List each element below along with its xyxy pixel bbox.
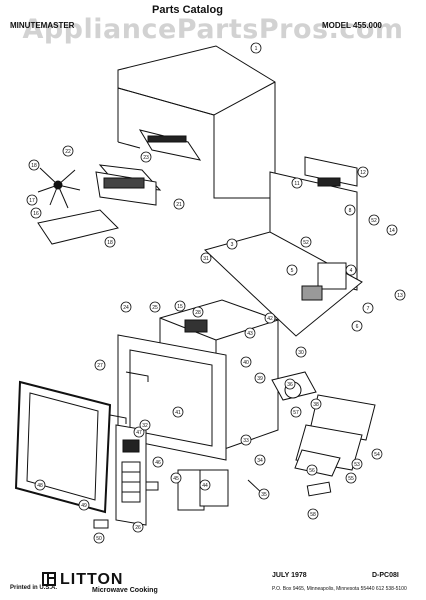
callout-label: 44 [202,483,208,489]
callout-label: 12 [360,170,366,176]
callout-label: 28 [195,310,201,316]
callout-label: 35 [261,492,267,498]
company-address: P.O. Box 9465, Minneapolis, Minnesota 55… [272,586,407,592]
litton-logo-icon [42,572,56,586]
callout-label: 17 [29,198,35,204]
control-panel [115,424,147,526]
callout-label: 42 [267,316,273,322]
printed-in-label: Printed in U.S.A. [10,585,58,591]
callout-label: 49 [81,503,87,509]
callout-label: 21 [176,202,182,208]
filter-tray [37,209,119,245]
callout-label: 14 [389,228,395,234]
callout-label: 54 [374,452,380,458]
callout-label: 26 [135,525,141,531]
callout-label: 55 [348,476,354,482]
callout-label: 45 [173,476,179,482]
vent-cover [95,164,162,206]
callout-label: 6 [356,324,359,330]
callout-label: 3 [231,242,234,248]
exploded-parts-diagram: 1 22 23 21 18 17 16 18 11 12 8 3 31 52 5… [14,42,406,544]
callout-label: 47 [136,430,142,436]
watermark: AppliancePartsPros.com [22,14,404,45]
callout-label: 52 [371,218,377,224]
callout-label: 7 [367,306,370,312]
capacitor-part [306,481,332,497]
inner-panel [138,129,202,161]
callout-label: 31 [203,256,209,262]
brand-logo: LITTON [60,571,124,588]
door-assembly [14,380,112,514]
small-part [145,481,159,491]
callout-label: 36 [287,382,293,388]
callout-label: 18 [31,163,37,169]
callout-label: 34 [257,458,263,464]
callout-label: 18 [107,240,113,246]
callout-label: 38 [313,402,319,408]
callout-label: 53 [354,462,360,468]
transformer-assembly [294,394,376,477]
catalog-date: JULY 1978 [272,572,307,579]
callout-label: 40 [243,360,249,366]
callout-bubbles: 1 22 23 21 18 17 16 18 11 12 8 3 31 52 5… [26,42,406,544]
callout-label: 15 [177,304,183,310]
callout-label: 30 [298,350,304,356]
page-title: Parts Catalog [152,4,223,16]
clip-part [93,519,109,529]
callout-label: 27 [97,363,103,369]
callout-label: 8 [349,208,352,214]
catalog-code: D-PC08I [372,572,399,579]
callout-label: 41 [175,410,181,416]
callout-label: 13 [397,293,403,299]
callout-label: 23 [143,155,149,161]
fan-blade [37,167,81,209]
callout-label: 57 [293,410,299,416]
callout-label: 43 [247,331,253,337]
callout-label: 5 [291,268,294,274]
callout-label: 24 [123,305,129,311]
latch-part [109,414,127,424]
callout-label: 39 [257,376,263,382]
callout-label: 32 [142,423,148,429]
callout-label: 46 [155,460,161,466]
callout-label: 33 [243,438,249,444]
callout-label: 25 [152,305,158,311]
brand-name: MINUTEMASTER [10,21,75,30]
switch-module [199,469,229,507]
bracket-part [125,371,149,382]
base-plate [204,231,363,337]
brand-subtitle: Microwave Cooking [92,587,158,594]
callout-label: 4 [350,268,353,274]
callout-label: 56 [309,468,315,474]
callout-label: 48 [37,483,43,489]
callout-label: 22 [65,149,71,155]
callout-label: 50 [96,536,102,542]
callout-label: 52 [303,240,309,246]
callout-label: 58 [310,512,316,518]
cabinet-wrapper [117,45,276,199]
callout-label: 11 [294,181,299,187]
callout-label: 1 [255,46,258,52]
model-number: MODEL 455.000 [322,21,382,30]
callout-label: 16 [33,211,39,217]
